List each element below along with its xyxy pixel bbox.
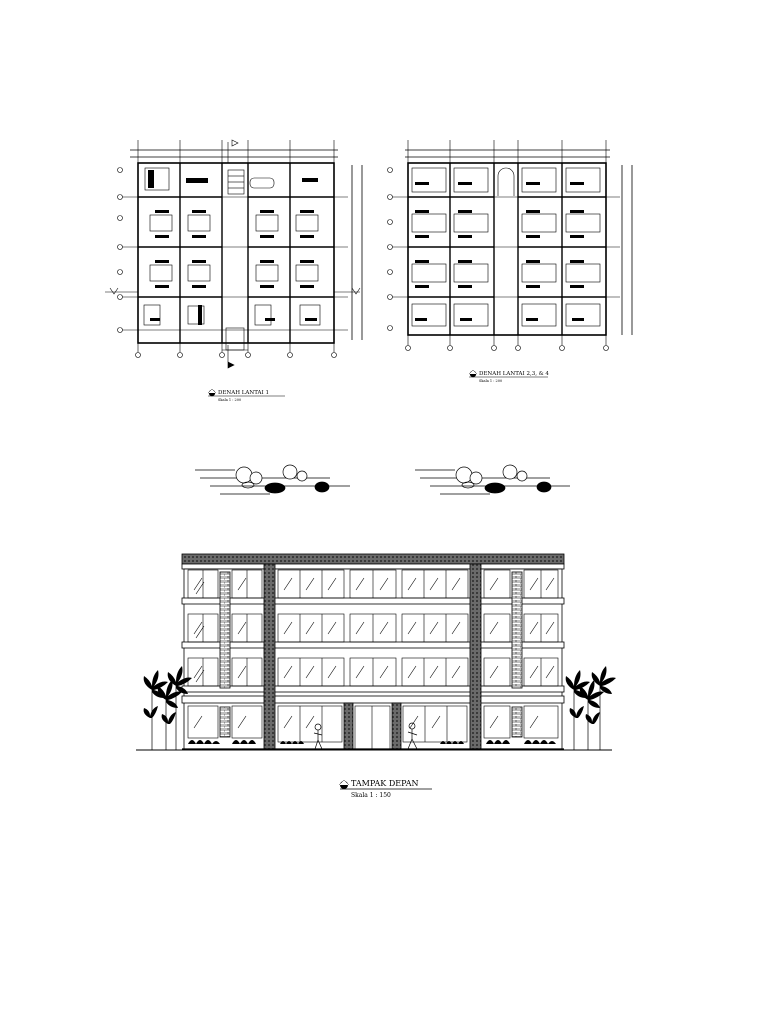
elevation-title: TAMPAK DEPAN — [351, 779, 419, 788]
cloud-sketch-right — [415, 464, 570, 495]
front-elevation — [136, 553, 616, 751]
plan-2-title: DENAH LANTAI 2,3, & 4 — [479, 371, 549, 377]
cloud-sketch-left — [195, 464, 350, 495]
plan-1-label: DENAH LANTAI 1 Skala 1 : 200 — [207, 388, 285, 402]
plan-2-scale: Skala 1 : 200 — [479, 379, 502, 383]
palm-trees-right — [565, 666, 616, 750]
plan-2-label: DENAH LANTAI 2,3, & 4 Skala 1 : 200 — [468, 369, 549, 383]
elevation-scale: Skala 1 : 150 — [351, 792, 391, 799]
elevation-label: TAMPAK DEPAN Skala 1 : 150 — [338, 779, 432, 799]
plan-1-title: DENAH LANTAI 1 — [218, 390, 269, 396]
plan-1-scale: Skala 1 : 200 — [218, 398, 241, 402]
palm-trees-left — [143, 666, 192, 750]
floor-plan-2-3-4 — [387, 140, 633, 351]
floor-plan-1 — [105, 139, 363, 369]
